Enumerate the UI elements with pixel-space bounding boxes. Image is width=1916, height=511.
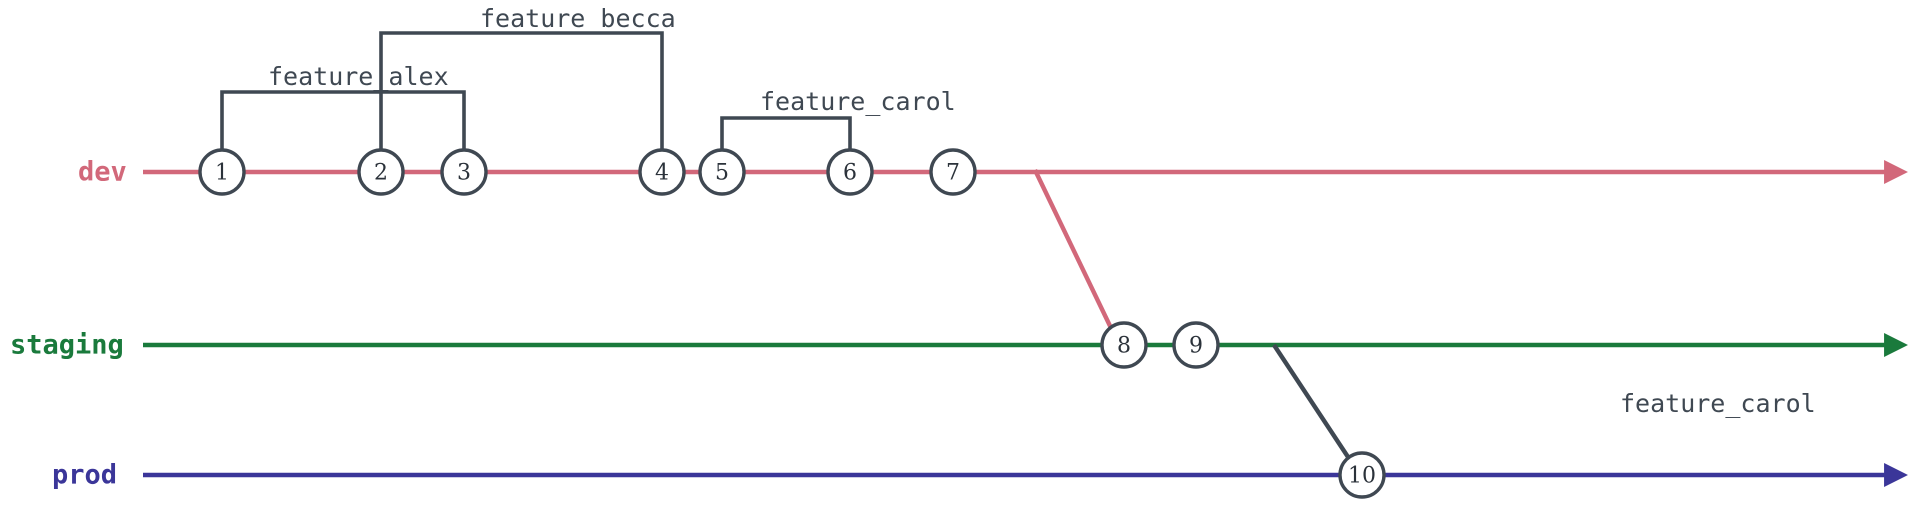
commit-circle-5[interactable] [698,148,746,196]
commit-node-7[interactable]: 7 [929,148,977,196]
feature-brackets-group [220,31,852,150]
commit-label-5: 5 [715,161,729,186]
branch-label-dev: dev [78,157,127,188]
branch-label-staging: staging [10,330,124,361]
commit-label-3: 3 [457,161,471,186]
commit-circle-6[interactable] [826,148,874,196]
feature-label-feature_alex: feature_alex [268,62,449,91]
commit-node-4[interactable]: 4 [638,148,686,196]
commit-node-2[interactable]: 2 [357,148,405,196]
commit-label-10: 10 [1348,464,1376,489]
branch-lines-group [143,160,1908,487]
merge-line-staging-to-prod [1272,343,1352,462]
commit-circle-3[interactable] [440,148,488,196]
commit-node-1[interactable]: 1 [198,148,246,196]
feature-bracket-feature_carol [720,116,852,150]
commit-circle-7[interactable] [929,148,977,196]
feature-bracket-feature_becca [379,31,664,150]
commit-circle-1[interactable] [198,148,246,196]
text-labels-group: dev staging prod feature_alex feature_beccaf… [10,4,1816,491]
commit-label-2: 2 [374,161,388,186]
merge-line-dev-to-staging [1033,169,1113,329]
commit-label-6: 6 [843,161,857,186]
commit-node-9[interactable]: 9 [1172,321,1220,369]
commit-node-10[interactable]: 10 [1338,451,1386,499]
commit-label-8: 8 [1117,334,1131,359]
commit-label-9: 9 [1189,334,1203,359]
commit-circle-2[interactable] [357,148,405,196]
commit-circle-10[interactable] [1338,451,1386,499]
commit-nodes-group: 1 2 3 4 5 6 7 8 9 10 [198,148,1386,499]
commit-label-4: 4 [655,161,669,186]
commit-circle-8[interactable] [1100,321,1148,369]
merge-label-feature-carol: feature_carol [1620,389,1816,418]
commit-node-6[interactable]: 6 [826,148,874,196]
feature-bracket-feature_alex [220,90,466,150]
commit-circle-4[interactable] [638,148,686,196]
commit-label-7: 7 [946,161,960,186]
commit-node-3[interactable]: 3 [440,148,488,196]
commit-node-8[interactable]: 8 [1100,321,1148,369]
commit-circle-9[interactable] [1172,321,1220,369]
commit-label-1: 1 [215,161,229,186]
feature-label-feature_becca: feature_becca [480,4,676,33]
commit-node-5[interactable]: 5 [698,148,746,196]
merge-lines-group [1033,169,1352,462]
branch-label-prod: prod [52,460,117,491]
feature-label-feature_carol: feature_carol [760,87,956,116]
